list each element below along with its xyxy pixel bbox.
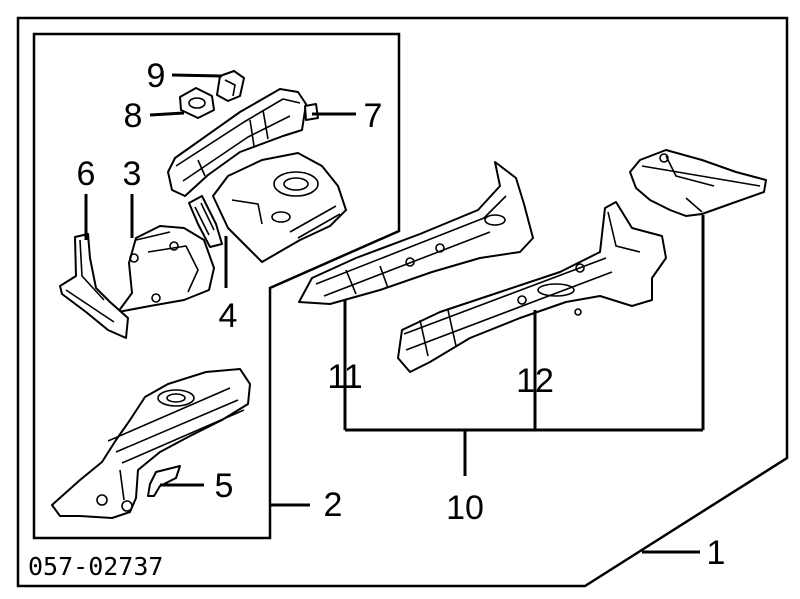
callout-10: 10 [446, 489, 484, 527]
inner-frame [32, 32, 401, 540]
callout-8: 8 [124, 97, 143, 135]
part-code: 057-02737 [28, 552, 163, 581]
part-11-side-rail [298, 161, 534, 305]
part-9-clip [216, 70, 245, 102]
outer-frame [16, 16, 789, 588]
callout-9: 9 [147, 57, 166, 95]
lower-rail-assembly [51, 368, 251, 519]
callout-1: 1 [707, 534, 726, 572]
part-12-lower-rail [397, 201, 667, 373]
callout-3: 3 [123, 155, 142, 193]
callout-4: 4 [219, 297, 238, 335]
leader-lines [84, 73, 705, 554]
callout-11: 11 [327, 358, 362, 396]
part-5-plate [147, 465, 181, 497]
callout-2: 2 [324, 486, 343, 524]
part-4-brace [188, 195, 223, 248]
callout-6: 6 [77, 155, 96, 193]
strut-tower-housing [212, 152, 347, 263]
callout-12: 12 [516, 362, 554, 400]
part-8-bracket [179, 87, 215, 119]
rear-crossmember [629, 149, 767, 217]
part-7-rail [167, 88, 319, 197]
callout-5: 5 [215, 467, 234, 505]
callout-7: 7 [364, 97, 383, 135]
part-6-gusset [59, 233, 129, 339]
part-3-wheelhouse [117, 225, 215, 313]
